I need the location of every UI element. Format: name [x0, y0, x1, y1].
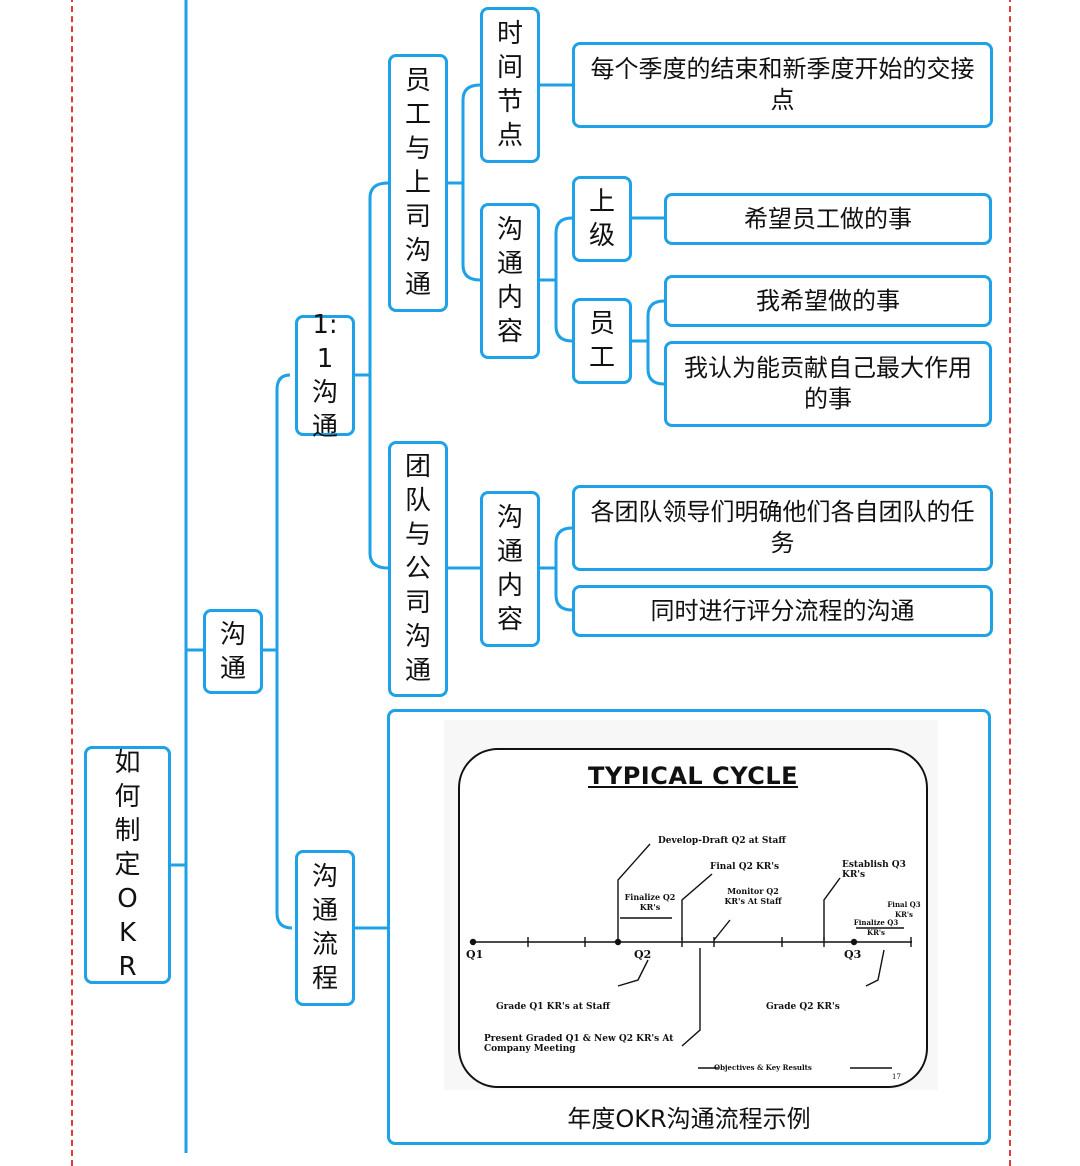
footer-label: Objectives & Key Results — [714, 1063, 812, 1072]
node-superior[interactable]: 上级 — [572, 176, 632, 262]
employee-label: 员工 — [588, 309, 615, 373]
timeline-graphic — [469, 843, 912, 1069]
grade-q1-label: Grade Q1 KR's at Staff — [496, 1002, 610, 1012]
comm-content-2-detail-1-text: 各团队领导们明确他们各自团队的任务 — [590, 498, 975, 557]
superior-label: 上级 — [588, 187, 615, 251]
team-company-label: 团队与公司沟通 — [404, 452, 431, 686]
page-frame — [71, 0, 1011, 1166]
q2-label: Q2 — [634, 948, 652, 961]
page-number: 17 — [892, 1073, 901, 1081]
one-on-one-label: 1:1沟通 — [311, 309, 338, 442]
node-team-company[interactable]: 团队与公司沟通 — [388, 441, 448, 697]
monitor-label: Monitor Q2 KR's At Staff — [724, 886, 782, 906]
node-communication[interactable]: 沟通 — [203, 609, 263, 694]
employee-detail-2-text: 我认为能贡献自己最大作用的事 — [684, 354, 972, 413]
comm-content-2-label: 沟通内容 — [496, 503, 523, 635]
q1-label: Q1 — [466, 948, 484, 961]
time-node-detail-text: 每个季度的结束和新季度开始的交接点 — [590, 55, 975, 114]
comm-content-2-detail-2-text: 同时进行评分流程的沟通 — [650, 596, 915, 625]
develop-draft-label: Develop-Draft Q2 at Staff — [658, 836, 786, 846]
figure-node[interactable]: TYPICAL CYCLE — [387, 709, 991, 1145]
root-node[interactable]: 如何制定OKR — [84, 746, 171, 984]
node-employee[interactable]: 员工 — [572, 298, 632, 384]
employee-detail-1-text: 我希望做的事 — [756, 286, 900, 315]
establish-label: Establish Q3 KR's — [842, 860, 906, 880]
root-label: 如何制定OKR — [114, 748, 141, 982]
node-comm-content-2-detail-1[interactable]: 各团队领导们明确他们各自团队的任务 — [572, 485, 993, 571]
node-comm-content-2-detail-2[interactable]: 同时进行评分流程的沟通 — [572, 585, 993, 637]
employee-boss-label: 员工与上司沟通 — [404, 66, 431, 300]
final-q2-label: Final Q2 KR's — [710, 862, 780, 872]
final-q3-label: Final Q3 KR's — [887, 900, 921, 919]
node-time-node[interactable]: 时间节点 — [480, 7, 540, 163]
finalize-q3-label: Finalize Q3 KR's — [853, 918, 899, 937]
figure-caption: 年度OKR沟通流程示例 — [567, 1105, 811, 1133]
finalize-q2-label: Finalize Q2 KR's — [624, 892, 676, 912]
time-node-label: 时间节点 — [496, 19, 523, 151]
q3-label: Q3 — [844, 948, 862, 961]
typical-cycle-image: TYPICAL CYCLE — [444, 720, 938, 1090]
comm-content-1-label: 沟通内容 — [496, 215, 523, 347]
node-comm-flow[interactable]: 沟通流程 — [295, 850, 355, 1006]
typical-cycle-card: TYPICAL CYCLE — [458, 748, 928, 1088]
node-employee-boss[interactable]: 员工与上司沟通 — [388, 54, 448, 312]
node-employee-detail-1[interactable]: 我希望做的事 — [664, 275, 992, 327]
grade-q2-label: Grade Q2 KR's — [766, 1002, 840, 1012]
comm-flow-label: 沟通流程 — [311, 862, 338, 994]
node-comm-content-2[interactable]: 沟通内容 — [480, 491, 540, 647]
node-one-on-one[interactable]: 1:1沟通 — [295, 310, 355, 442]
node-comm-content-1[interactable]: 沟通内容 — [480, 203, 540, 359]
superior-detail-text: 希望员工做的事 — [744, 204, 912, 233]
typical-cycle-title: TYPICAL CYCLE — [587, 762, 799, 790]
node-employee-detail-2[interactable]: 我认为能贡献自己最大作用的事 — [664, 341, 992, 427]
communication-label: 沟通 — [219, 619, 246, 684]
node-time-node-detail[interactable]: 每个季度的结束和新季度开始的交接点 — [572, 42, 993, 128]
present-label: Present Graded Q1 & New Q2 KR's At Compa… — [484, 1034, 674, 1054]
node-superior-detail[interactable]: 希望员工做的事 — [664, 193, 992, 245]
